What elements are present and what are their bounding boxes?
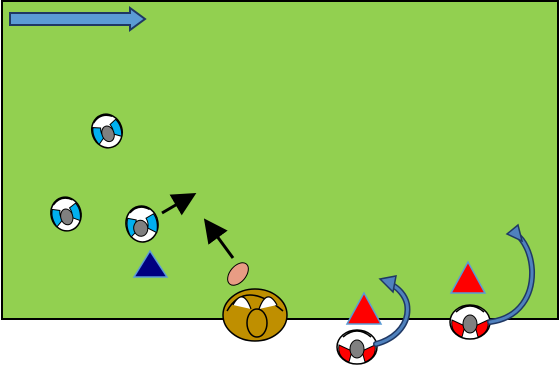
red-player-icon (336, 329, 378, 365)
red-cone-icon (449, 260, 487, 294)
curved-arrow-icon (373, 275, 411, 347)
blue-player-icon (125, 205, 159, 243)
red-player-icon (449, 304, 491, 340)
ball-icon (227, 262, 249, 286)
blue-player-icon (91, 113, 123, 149)
play-direction-arrow-icon (9, 6, 147, 32)
pitch (1, 0, 559, 320)
red-cone-icon (345, 291, 383, 325)
run-arrow-icon (161, 192, 197, 216)
blue-cone-icon (132, 249, 169, 278)
run-arrow-icon (203, 218, 235, 259)
gold-player-icon (222, 288, 288, 342)
blue-player-icon (50, 196, 82, 232)
curved-arrow-icon (487, 223, 536, 325)
